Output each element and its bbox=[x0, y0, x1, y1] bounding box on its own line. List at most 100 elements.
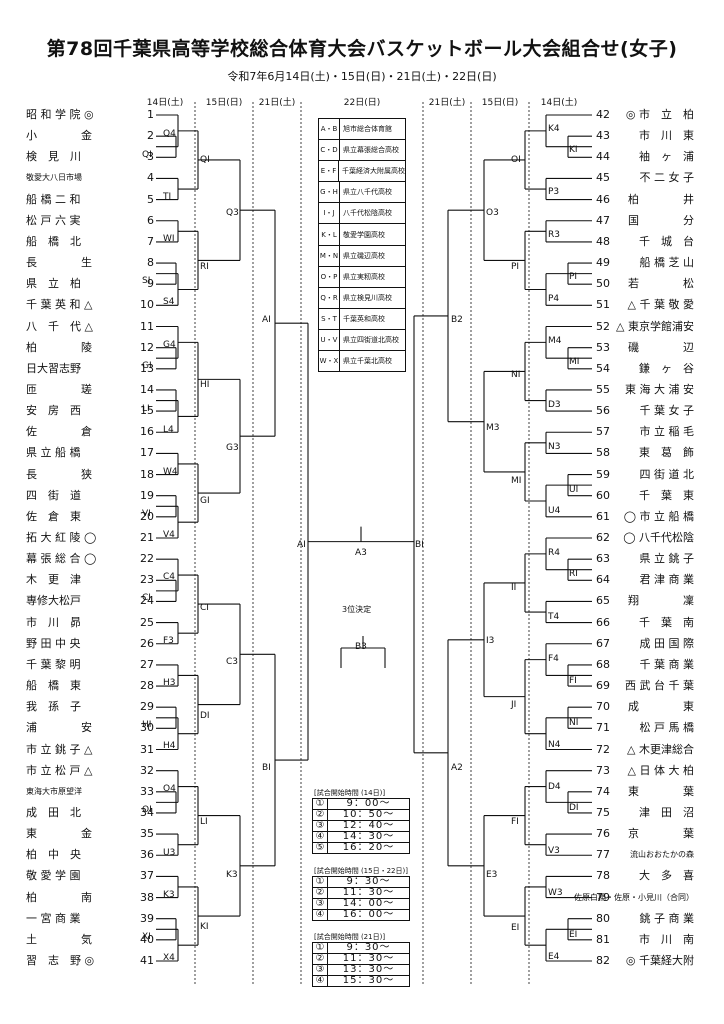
team-name: 四 街 道 北 bbox=[639, 467, 695, 481]
match-code: B2 bbox=[451, 315, 463, 325]
schedule-title: [試合開始時間 (21日)] bbox=[314, 933, 386, 941]
venue-name: 県立八千代高校 bbox=[343, 188, 392, 197]
slot-number: ② bbox=[313, 888, 328, 898]
match-code: GI bbox=[200, 496, 210, 506]
team-name: 君 津 商 業 bbox=[639, 573, 695, 587]
team-number: 23 bbox=[140, 573, 154, 587]
team-number: 66 bbox=[596, 615, 610, 629]
match-code: DI bbox=[200, 711, 210, 721]
venue-code: M・N bbox=[319, 245, 340, 266]
team-name: 野 田 中 央 bbox=[26, 636, 81, 650]
team-number: 68 bbox=[596, 657, 610, 671]
team-name: △ 千 葉 敬 愛 bbox=[627, 298, 694, 312]
slot-number: ① bbox=[313, 799, 328, 809]
team-number: 5 bbox=[147, 192, 154, 206]
match-code: D3 bbox=[548, 400, 561, 410]
team-number: 63 bbox=[596, 552, 610, 566]
team-number: 76 bbox=[596, 827, 610, 841]
venue-code: W・X bbox=[319, 351, 340, 372]
team-number: 17 bbox=[140, 446, 154, 460]
team-name: 四 街 道 bbox=[26, 488, 81, 502]
team-name: 千 葉 南 bbox=[639, 615, 694, 629]
left-team-row: 市 川 昴 25 bbox=[26, 614, 154, 632]
team-name: 津 田 沼 bbox=[639, 805, 694, 819]
right-team-row: 69 西 武 台 千 葉 bbox=[596, 677, 694, 695]
match-code: R4 bbox=[548, 548, 560, 558]
team-number: 74 bbox=[596, 784, 610, 798]
match-code: X4 bbox=[163, 953, 175, 963]
match-code: LI bbox=[142, 404, 150, 414]
team-name: ◯ 八千代松陰 bbox=[623, 531, 694, 544]
match-code: E3 bbox=[486, 870, 498, 880]
team-name: 東 金 bbox=[26, 827, 92, 841]
team-name: 船 橋 二 和 bbox=[26, 192, 81, 206]
team-number: 59 bbox=[596, 467, 610, 481]
team-name: 市 川 昴 bbox=[26, 615, 81, 629]
col-header-center: 22日(日) bbox=[343, 98, 381, 108]
venue-code: I・J bbox=[319, 203, 340, 224]
team-name: 西 武 台 千 葉 bbox=[625, 679, 694, 693]
venue-name: 県立千葉北高校 bbox=[343, 357, 392, 366]
team-name: 磯 辺 bbox=[628, 340, 694, 354]
match-code: O4 bbox=[163, 784, 176, 794]
team-number: 30 bbox=[140, 721, 154, 735]
slot-time: 9：30〜 bbox=[346, 942, 391, 953]
team-number: 55 bbox=[596, 382, 610, 396]
team-number: 82 bbox=[596, 954, 610, 967]
slot-time: 10：50〜 bbox=[342, 809, 395, 820]
team-number: 75 bbox=[596, 805, 610, 819]
match-code: MI bbox=[569, 357, 580, 367]
final-left-code: AI bbox=[297, 540, 306, 550]
right-team-row: 51△ 千 葉 敬 愛 bbox=[596, 296, 694, 314]
team-name: 専修大松戸 bbox=[26, 594, 81, 608]
match-code: XI bbox=[142, 932, 151, 942]
team-number: 3 bbox=[147, 150, 154, 164]
team-number: 77 bbox=[596, 848, 610, 862]
team-number: 25 bbox=[140, 615, 154, 629]
team-number: 81 bbox=[596, 932, 610, 946]
venue-code: K・L bbox=[319, 224, 340, 245]
match-code: PI bbox=[569, 272, 578, 282]
col-header-right-day1: 14日(土) bbox=[540, 98, 578, 108]
team-number: 47 bbox=[596, 213, 610, 227]
team-name: △ 木更津総合 bbox=[627, 742, 694, 756]
team-number: 40 bbox=[140, 932, 154, 946]
slot-time: 16：00〜 bbox=[342, 909, 395, 920]
left-team-row: 昭 和 学 院 ◎1 bbox=[26, 106, 154, 124]
team-name: 習 志 野 ◎ bbox=[26, 954, 95, 967]
team-name: 佐 倉 bbox=[26, 425, 92, 439]
team-number: 65 bbox=[596, 594, 610, 608]
team-number: 69 bbox=[596, 679, 610, 693]
team-name: 翔 凜 bbox=[628, 594, 694, 608]
match-code: W3 bbox=[548, 888, 563, 898]
match-code: O3 bbox=[486, 208, 499, 218]
slot-number: ① bbox=[313, 877, 328, 887]
team-number: 9 bbox=[147, 277, 154, 291]
match-code: F3 bbox=[163, 636, 174, 646]
team-name: 小 金 bbox=[26, 129, 92, 143]
right-team-row: 73△ 日 体 大 柏 bbox=[596, 762, 694, 780]
left-team-row: 拓 大 紅 陵 ◯21 bbox=[26, 529, 154, 547]
team-number: 45 bbox=[596, 171, 610, 185]
match-code: K3 bbox=[163, 890, 175, 900]
match-code: F4 bbox=[548, 654, 559, 664]
slot-time: 15：30〜 bbox=[342, 975, 395, 986]
venue-code: A・B bbox=[319, 119, 340, 140]
team-number: 16 bbox=[140, 425, 154, 439]
match-code: V4 bbox=[163, 530, 175, 540]
